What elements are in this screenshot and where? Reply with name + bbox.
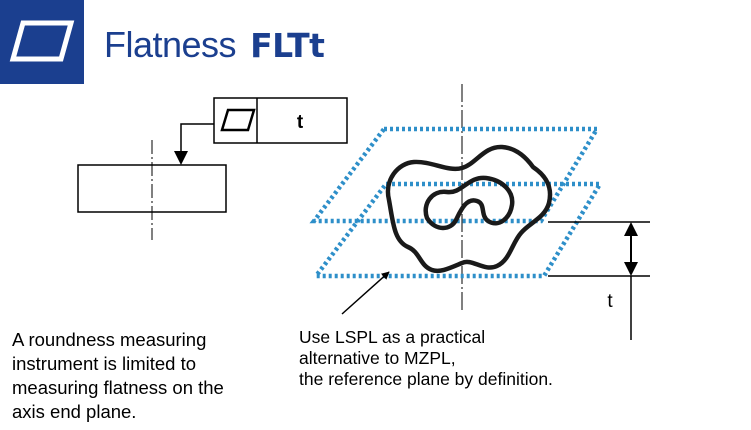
flatness-parallelogram-icon — [9, 20, 75, 62]
right-note-line: alternative to MZPL, — [299, 348, 456, 368]
dimension-arrow-up — [624, 222, 638, 236]
upper-plane — [309, 126, 602, 224]
left-note: A roundness measuring instrument is limi… — [12, 328, 272, 424]
left-note-line: instrument is limited to — [12, 353, 197, 374]
title-code: FLTt — [250, 26, 325, 65]
right-note-line: the reference plane by definition. — [299, 369, 553, 389]
leader-line — [174, 123, 214, 165]
flatness-symbol-icon — [220, 108, 256, 132]
lower-plane — [311, 181, 605, 279]
feature-control-frame: t — [213, 97, 348, 144]
measured-profile — [385, 144, 553, 274]
dimension-label: t — [607, 291, 613, 312]
left-note-line: measuring flatness on the — [12, 377, 224, 398]
title-text: Flatness — [104, 24, 237, 65]
profile-inner-loop — [423, 175, 515, 231]
right-note-line: Use LSPL as a practical — [299, 327, 486, 347]
dimension-arrow-down — [624, 262, 638, 276]
tolerance-label: t — [297, 112, 304, 133]
page-title: Flatness FLTt — [104, 20, 325, 70]
header-badge — [0, 0, 84, 84]
right-note: Use LSPL as a practical alternative to M… — [299, 327, 619, 390]
left-note-line: axis end plane. — [12, 401, 137, 422]
leader-arrowhead — [174, 151, 188, 165]
plane-leader — [341, 271, 390, 315]
left-note-line: A roundness measuring — [12, 329, 207, 350]
dimension-t: t — [548, 221, 650, 340]
